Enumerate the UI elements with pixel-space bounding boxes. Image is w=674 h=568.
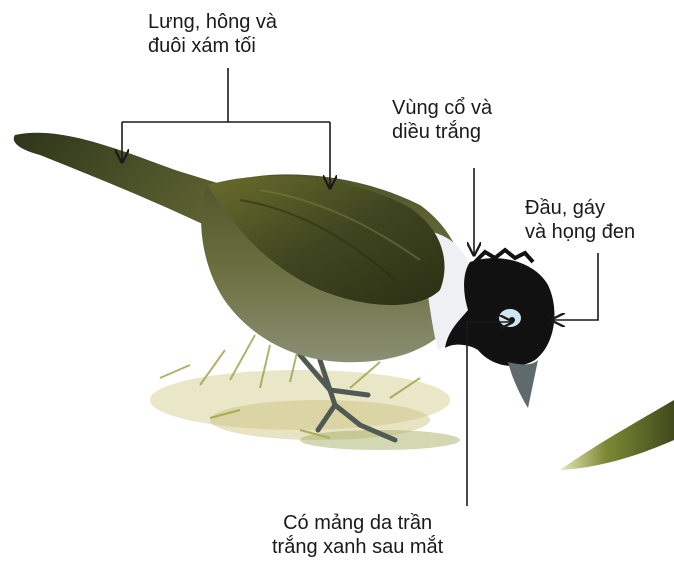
label-head-nape-throat: Đầu, gáy và họng đen (525, 196, 635, 244)
label-back-rump-tail: Lưng, hông và đuôi xám tối (148, 10, 277, 58)
partial-feather (560, 400, 674, 470)
label-bare-skin: Có mảng da trần trắng xanh sau mắt (272, 511, 443, 559)
bird-beak (508, 360, 538, 408)
label-throat-flank: Vùng cổ và diều trắng (392, 96, 492, 144)
